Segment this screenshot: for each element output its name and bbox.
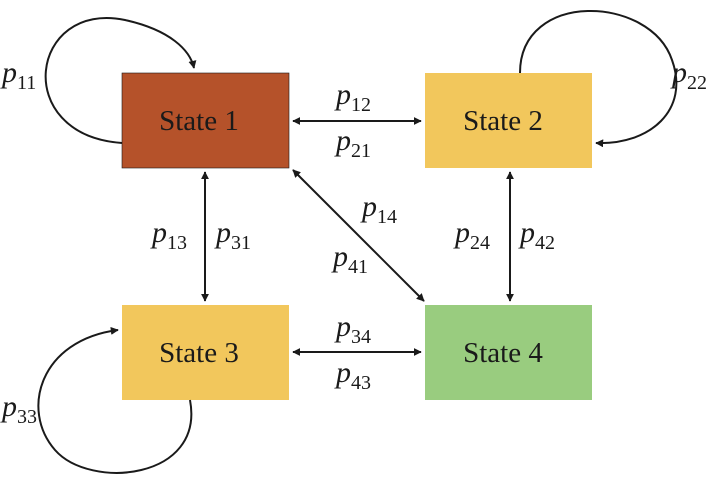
label-p21: p21 [334, 124, 371, 162]
state-3-label: State 3 [159, 337, 239, 369]
label-p41: p41 [331, 240, 368, 278]
state-2-box [425, 73, 592, 168]
state-4-label: State 4 [463, 337, 543, 369]
state-4-box [425, 305, 592, 400]
label-p13: p13 [150, 216, 187, 254]
label-p22: p22 [670, 56, 707, 94]
label-p14: p14 [360, 190, 397, 228]
label-p11: p11 [0, 56, 36, 94]
label-p31: p31 [214, 216, 251, 254]
arrow-state-1-state-4 [292, 169, 425, 302]
label-p42: p42 [518, 216, 555, 254]
self-loop-state-2 [519, 10, 678, 148]
state-1-label: State 1 [159, 105, 239, 137]
label-p43: p43 [334, 356, 371, 394]
self-loop-state-3 [37, 326, 193, 474]
state-2-label: State 2 [463, 105, 543, 137]
label-p34: p34 [334, 310, 371, 348]
label-p24: p24 [453, 216, 490, 254]
state-1-box [121, 72, 290, 169]
label-p12: p12 [334, 78, 371, 116]
label-p33: p33 [0, 390, 37, 428]
state-3-box [122, 305, 289, 400]
self-loop-state-1 [44, 17, 197, 144]
